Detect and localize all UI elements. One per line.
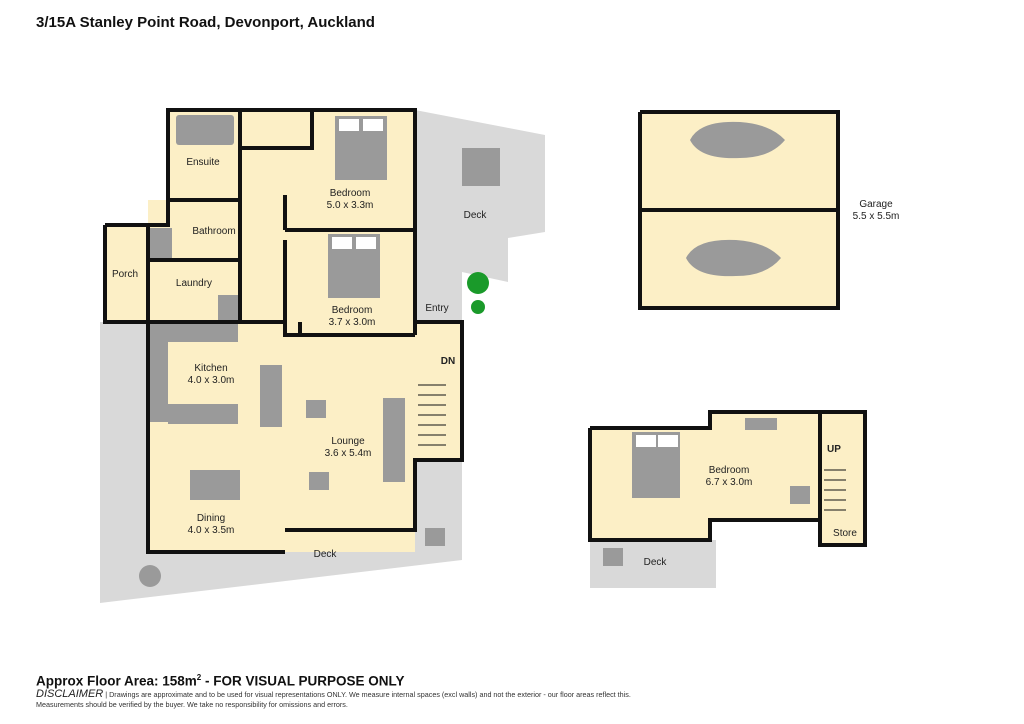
floor-area-text: Approx Floor Area: 158m <box>36 673 197 689</box>
room-size-dining: 4.0 x 3.5m <box>188 525 235 536</box>
room-label-bathroom: Bathroom <box>192 226 235 237</box>
floor-area-note: Approx Floor Area: 158m2 - FOR VISUAL PU… <box>36 673 405 689</box>
floor-area-suffix: - FOR VISUAL PURPOSE ONLY <box>201 673 405 689</box>
room-size-lounge: 3.6 x 5.4m <box>325 448 372 459</box>
room-size-bedroom1: 5.0 x 3.3m <box>327 200 374 211</box>
room-label-deck-main: Deck <box>314 549 338 560</box>
stairs-down-label: DN <box>441 356 455 367</box>
room-label-deck-top: Deck <box>464 210 488 221</box>
room-size-garage: 5.5 x 5.5m <box>853 211 900 222</box>
disclaimer-label: DISCLAIMER <box>36 688 104 700</box>
disclaimer: DISCLAIMER | Drawings are approximate an… <box>36 689 676 710</box>
room-label-bedroom3: Bedroom <box>709 465 750 476</box>
stairs <box>418 384 846 511</box>
room-label-deck-lower: Deck <box>644 557 668 568</box>
pillows <box>332 119 678 447</box>
room-label-dining: Dining <box>197 513 225 524</box>
floor-area-unit-sup: 2 <box>196 673 202 682</box>
plant-icon <box>471 300 485 314</box>
room-size-bedroom2: 3.7 x 3.0m <box>329 317 376 328</box>
disclaimer-text: | Drawings are approximate and to be use… <box>36 690 631 709</box>
room-label-bedroom2: Bedroom <box>332 305 373 316</box>
room-label-ensuite: Ensuite <box>186 157 220 168</box>
deck-top <box>415 110 545 322</box>
plant-icon <box>467 272 489 294</box>
room-label-bedroom1: Bedroom <box>330 188 371 199</box>
room-label-kitchen: Kitchen <box>194 363 227 374</box>
walls <box>103 108 867 554</box>
room-label-laundry: Laundry <box>176 278 212 289</box>
room-label-store: Store <box>833 528 857 539</box>
furniture <box>139 115 810 587</box>
room-size-kitchen: 4.0 x 3.0m <box>188 375 235 386</box>
room-size-bedroom3: 6.7 x 3.0m <box>706 477 753 488</box>
room-label-porch: Porch <box>112 269 138 280</box>
property-address-title: 3/15A Stanley Point Road, Devonport, Auc… <box>36 14 375 31</box>
room-label-lounge: Lounge <box>331 436 365 447</box>
room-label-garage: Garage <box>859 199 893 210</box>
room-label-entry: Entry <box>425 303 448 314</box>
stairs-up-label: UP <box>827 444 841 455</box>
